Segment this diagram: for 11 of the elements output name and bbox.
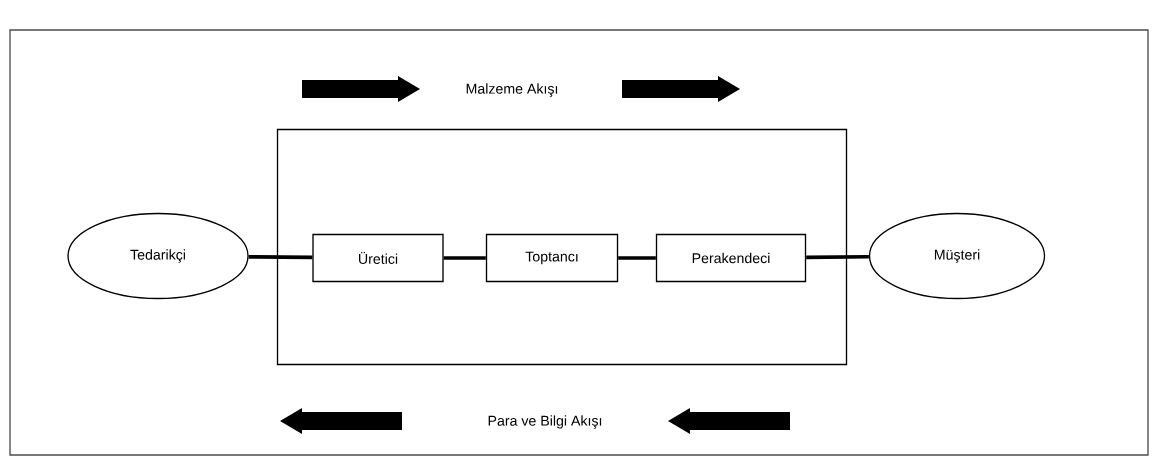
flow-label: Malzeme Akışı (466, 83, 558, 97)
process-box: Üretici (312, 233, 444, 283)
connector-line (806, 254, 869, 260)
ellipse-node: Tedarikçi (67, 212, 249, 300)
process-box: Toptancı (485, 233, 619, 283)
connector-line (618, 256, 656, 260)
connector-line (248, 254, 313, 260)
connector-line (443, 256, 486, 260)
process-box: Perakendeci (655, 233, 807, 283)
ellipse-node: Müşteri (868, 212, 1046, 300)
flow-label: Para ve Bilgi Akışı (488, 415, 602, 429)
